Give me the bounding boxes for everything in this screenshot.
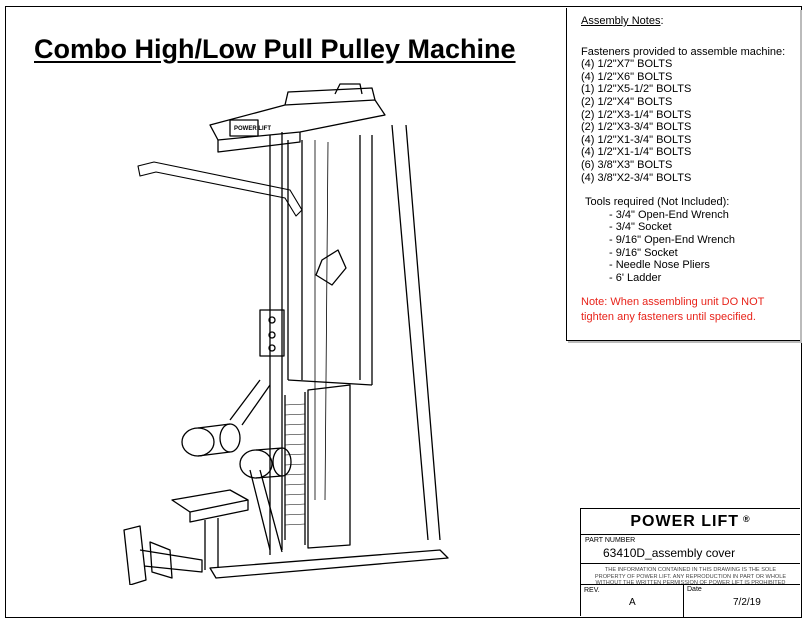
brand-name: POWER LIFT®: [581, 509, 800, 535]
part-number-label: PART NUMBER: [585, 537, 636, 544]
tool-item: - 9/16" Open-End Wrench: [609, 233, 735, 246]
date-label: Date: [687, 586, 702, 593]
assembly-warning: Note: When assembling unit DO NOT tighte…: [581, 296, 765, 324]
title-block: POWER LIFT® PART NUMBER 63410D_assembly …: [580, 508, 800, 617]
fastener-item: (6) 3/8"X3" BOLTS: [581, 158, 673, 171]
page-title: Combo High/Low Pull Pulley Machine: [34, 34, 516, 64]
disclaimer: THE INFORMATION CONTAINED IN THIS DRAWIN…: [581, 563, 800, 586]
registered-mark: ®: [743, 513, 751, 524]
fastener-item: (2) 1/2"X3-3/4" BOLTS: [581, 121, 692, 134]
date-value: 7/2/19: [733, 597, 761, 608]
fastener-item: (1) 1/2"X5-1/2" BOLTS: [581, 83, 692, 96]
tool-item: - 6' Ladder: [609, 271, 662, 284]
fastener-item: (4) 1/2"X7" BOLTS: [581, 58, 673, 71]
fastener-item: (4) 1/2"X1-3/4" BOLTS: [581, 133, 692, 146]
fastener-item: (2) 1/2"X4" BOLTS: [581, 95, 673, 108]
fastener-item: (4) 1/2"X1-1/4" BOLTS: [581, 146, 692, 159]
tools-intro: Tools required (Not Included):: [585, 196, 730, 209]
assembly-notes-panel: Assembly Notes: Fasteners provided to as…: [566, 8, 800, 341]
machine-plate-text: POWER LIFT: [234, 126, 271, 132]
drawing-border: [5, 6, 802, 618]
tool-item: - 3/4" Open-End Wrench: [609, 208, 729, 221]
fastener-item: (4) 1/2"X6" BOLTS: [581, 70, 673, 83]
machine-illustration: POWER LIFT: [123, 83, 449, 585]
assembly-notes-heading: Assembly Notes:: [581, 15, 664, 27]
revision-value: A: [629, 597, 636, 608]
tool-item: - Needle Nose Pliers: [609, 259, 710, 272]
fasteners-intro: Fasteners provided to assemble machine:: [581, 45, 786, 58]
part-number: 63410D_assembly cover: [603, 546, 736, 560]
revision-label: REV.: [584, 587, 600, 594]
fastener-item: (2) 1/2"X3-1/4" BOLTS: [581, 108, 692, 121]
tool-item: - 3/4" Socket: [609, 221, 672, 234]
fastener-item: (4) 3/8"X2-3/4" BOLTS: [581, 171, 692, 184]
tool-item: - 9/16" Socket: [609, 246, 678, 259]
revision-divider: [683, 585, 684, 617]
